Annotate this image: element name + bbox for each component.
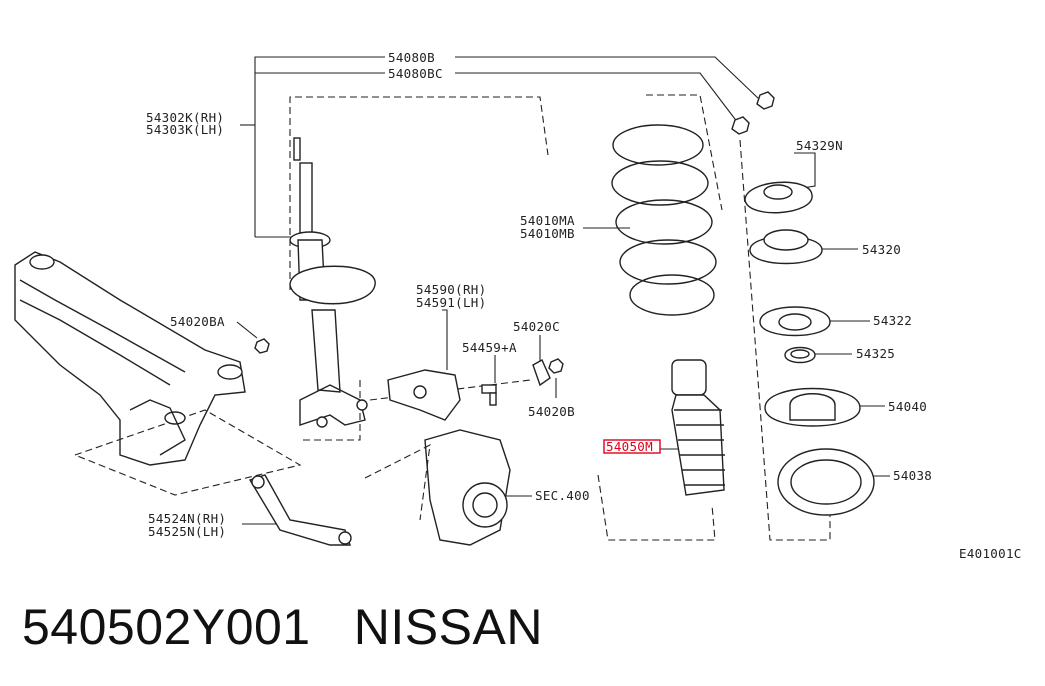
label-54303K[interactable]: 54303K(LH): [146, 122, 224, 137]
transverse-link-drawing: [248, 474, 352, 546]
label-54010MB[interactable]: 54010MB: [520, 226, 575, 241]
label-54302K[interactable]: 54302K(RH): [146, 110, 224, 125]
label-54325[interactable]: 54325: [856, 346, 895, 361]
label-54020BA[interactable]: 54020BA: [170, 314, 225, 329]
label-54020C[interactable]: 54020C: [513, 319, 560, 334]
part-number-caption: 540502Y001 NISSAN: [22, 599, 543, 655]
label-54590[interactable]: 54590(RH): [416, 282, 486, 297]
subframe-drawing: [14, 251, 246, 466]
label-54080BC[interactable]: 54080BC: [388, 66, 443, 81]
bump-stop-drawing: [671, 359, 725, 496]
strut-drawing: [289, 137, 376, 428]
label-SEC400[interactable]: SEC.400: [535, 488, 590, 503]
label-54038[interactable]: 54038: [893, 468, 932, 483]
dashed-reference-lines: [74, 94, 831, 541]
label-54525N[interactable]: 54525N(LH): [148, 524, 226, 539]
label-54322[interactable]: 54322: [873, 313, 912, 328]
label-54080B[interactable]: 54080B: [388, 50, 435, 65]
highlight-box: [603, 439, 661, 454]
label-54591[interactable]: 54591(LH): [416, 295, 486, 310]
leader-lines: [236, 56, 890, 531]
coil-spring-drawing: [611, 124, 717, 316]
label-54050M[interactable]: 54050M: [606, 439, 653, 454]
label-54524N[interactable]: 54524N(RH): [148, 511, 226, 526]
hardware-drawing: [254, 338, 564, 406]
diagram-code: E401001C: [959, 546, 1022, 561]
label-54320[interactable]: 54320: [862, 242, 901, 257]
knuckle-drawing: [424, 429, 511, 546]
label-54040[interactable]: 54040: [888, 399, 927, 414]
stabilizer-link-drawing: [387, 369, 461, 421]
part-labels: 54080B 54080BC 54302K(RH) 54303K(LH) 543…: [146, 50, 1022, 561]
mount-parts-drawing: [731, 91, 875, 516]
label-54020B[interactable]: 54020B: [528, 404, 575, 419]
label-54010MA[interactable]: 54010MA: [520, 213, 575, 228]
label-54329N[interactable]: 54329N: [796, 138, 843, 153]
label-54459A[interactable]: 54459+A: [462, 340, 517, 355]
